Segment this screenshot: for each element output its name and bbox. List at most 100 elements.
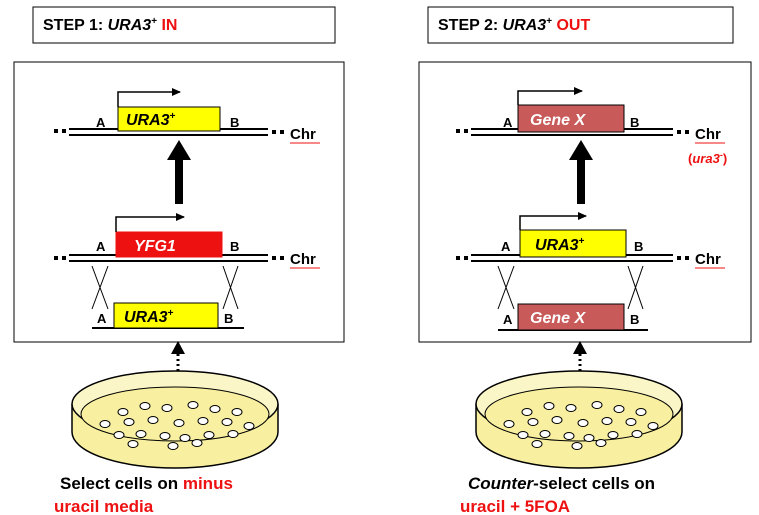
colony xyxy=(571,442,583,450)
bent-arrow-icon xyxy=(117,88,181,107)
flank-b-label: B xyxy=(230,115,239,130)
flank-a-label: A xyxy=(96,239,106,254)
chromosome-dot xyxy=(54,256,58,260)
colony xyxy=(231,408,243,416)
colony xyxy=(139,402,151,410)
flank-a-label: A xyxy=(96,115,106,130)
colony xyxy=(539,430,551,438)
colony xyxy=(159,432,171,440)
flank-b-label: B xyxy=(224,311,233,326)
colony xyxy=(625,418,637,426)
chromosome-dot xyxy=(456,129,460,133)
colony xyxy=(191,439,203,447)
chr-label: Chr xyxy=(695,126,721,143)
flank-a-label: A xyxy=(503,312,513,327)
chromosome-dot xyxy=(62,129,66,133)
colony xyxy=(117,408,129,416)
flank-a-label: A xyxy=(501,239,511,254)
chromosome-dot xyxy=(677,130,681,134)
yfg1-gene-label: YFG1 xyxy=(134,238,176,255)
colony xyxy=(179,434,191,442)
flank-a-label: A xyxy=(503,115,513,130)
colony xyxy=(187,401,199,409)
gene-x-label: Gene X xyxy=(530,112,586,129)
colony xyxy=(607,431,619,439)
bent-arrow-icon xyxy=(517,87,583,105)
colony xyxy=(577,419,589,427)
colony xyxy=(127,440,139,448)
ura3-gene-box xyxy=(519,229,627,258)
chromosome-dot xyxy=(272,130,276,134)
ura3-gene-box xyxy=(113,302,219,329)
colony xyxy=(203,431,215,439)
chromosome-dot xyxy=(280,130,284,134)
colony xyxy=(123,418,135,426)
flank-b-label: B xyxy=(630,115,639,130)
colony xyxy=(601,417,613,425)
colony xyxy=(631,430,643,438)
step2-title-box xyxy=(427,6,734,44)
block-up-arrow-icon xyxy=(167,140,191,204)
ura3-gene-label: URA3+ xyxy=(124,308,174,326)
step1-title: STEP 1: URA3+ IN xyxy=(43,16,177,34)
colony xyxy=(527,418,539,426)
chr-label: Chr xyxy=(290,126,316,143)
colony xyxy=(209,405,221,413)
step2-panel: STEP 2: URA3+ OUT Gene X A B Chr (ura3-) xyxy=(418,6,752,515)
colony xyxy=(565,404,577,412)
ura3-mutant-label: (ura3-) xyxy=(688,150,727,166)
step1-top-locus: URA3+ A B Chr xyxy=(54,88,320,144)
bent-arrow-icon xyxy=(115,213,185,232)
block-up-arrow-icon xyxy=(569,140,593,204)
colony xyxy=(135,430,147,438)
ura3-gene-box xyxy=(117,106,221,132)
colony xyxy=(543,402,555,410)
colony xyxy=(551,416,563,424)
step2-title: STEP 2: URA3+ OUT xyxy=(438,16,590,34)
chr-label: Chr xyxy=(695,251,721,268)
colony xyxy=(563,432,575,440)
step1-middle-locus: YFG1 A B Chr xyxy=(54,213,320,269)
colony xyxy=(99,420,111,428)
chromosome-dot xyxy=(685,130,689,134)
colony xyxy=(243,422,255,430)
colony xyxy=(591,401,603,409)
step1-panel: STEP 1: URA3+ IN URA3+ A B Chr xyxy=(13,6,345,515)
colony xyxy=(221,418,233,426)
ura3-gene-label: URA3+ xyxy=(126,111,176,129)
bent-arrow-icon xyxy=(519,212,587,230)
colony xyxy=(167,442,179,450)
step2-donor-dna: Gene X A B xyxy=(498,303,648,331)
colony xyxy=(595,439,607,447)
colony xyxy=(521,408,533,416)
chromosome-dot xyxy=(464,129,468,133)
step2-caption-line1: Counter-select cells on xyxy=(468,474,655,493)
flank-b-label: B xyxy=(230,239,239,254)
colony xyxy=(647,422,659,430)
colony xyxy=(635,408,647,416)
colony xyxy=(503,420,515,428)
crossover-lines xyxy=(91,265,239,310)
flank-b-label: B xyxy=(630,312,639,327)
petri-dish-icon xyxy=(71,370,279,469)
chromosome-dot xyxy=(685,256,689,260)
step1-donor-dna: URA3+ A B xyxy=(92,302,244,329)
colony xyxy=(161,404,173,412)
step2-caption-line2: uracil + 5FOA xyxy=(460,497,570,515)
colony xyxy=(173,419,185,427)
petri-dish-icon xyxy=(475,370,683,469)
colony xyxy=(517,431,529,439)
chr-label: Chr xyxy=(290,251,316,268)
colony xyxy=(227,430,239,438)
gene-x-label: Gene X xyxy=(530,310,586,327)
chromosome-dot xyxy=(456,256,460,260)
flank-b-label: B xyxy=(634,239,643,254)
step2-middle-locus: URA3+ A B Chr xyxy=(456,212,725,269)
colony-cluster-step2 xyxy=(503,401,659,450)
colony xyxy=(613,405,625,413)
colony xyxy=(583,434,595,442)
colony xyxy=(113,431,125,439)
step1-caption-line2: uracil media xyxy=(54,497,154,515)
chromosome-dot xyxy=(272,256,276,260)
